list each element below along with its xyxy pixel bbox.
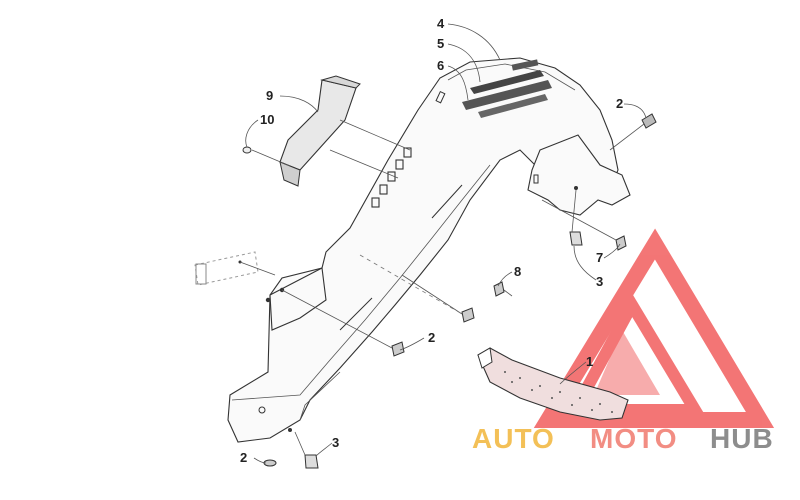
leader-lines [245,23,647,464]
watermark-hub: HUB [710,423,774,454]
callout-3-lower: 3 [332,435,339,450]
callout-7: 7 [596,250,603,265]
callout-8: 8 [514,264,521,279]
callout-labels: 4 5 6 9 10 2 7 3 8 2 1 2 3 [240,16,623,465]
assembly-lines [239,119,645,456]
mud-flap-mat [477,347,629,421]
callout-1: 1 [586,354,593,369]
callout-4: 4 [437,16,445,31]
callout-2-lower: 2 [240,450,247,465]
reflector-pad [279,75,361,187]
frame-bracket [194,251,259,286]
watermark-logo [533,228,775,428]
callout-2-middle: 2 [428,330,435,345]
callout-2-upper: 2 [616,96,623,111]
watermark-auto: AUTO [472,423,555,454]
vent-louvres [462,59,552,118]
callout-10: 10 [260,112,274,127]
rear-fender-body [227,57,619,443]
watermark-moto: MOTO [590,423,677,454]
callout-5: 5 [437,36,444,51]
screw-fasteners [242,113,657,469]
callout-9: 9 [266,88,273,103]
side-panel-right [527,134,631,216]
mount-flange [265,267,327,331]
callout-6: 6 [437,58,444,73]
watermark-text: AUTO MOTO HUB [472,423,774,454]
callout-3-upper: 3 [596,274,603,289]
